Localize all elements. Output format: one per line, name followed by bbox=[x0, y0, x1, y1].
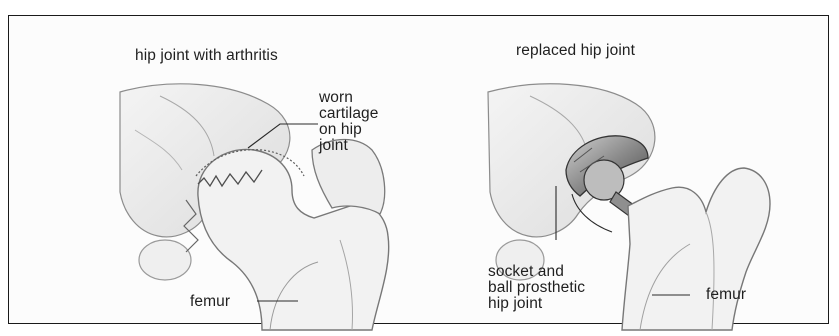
right-femur-label: femur bbox=[706, 287, 746, 303]
left-panel-title: hip joint with arthritis bbox=[135, 48, 278, 64]
worn-cartilage-label: worn cartilage on hip joint bbox=[319, 90, 379, 154]
left-femur-label: femur bbox=[190, 294, 230, 310]
prosthesis-label: socket and ball prosthetic hip joint bbox=[488, 264, 585, 312]
right-femur bbox=[622, 168, 770, 330]
right-panel-title: replaced hip joint bbox=[516, 43, 635, 59]
